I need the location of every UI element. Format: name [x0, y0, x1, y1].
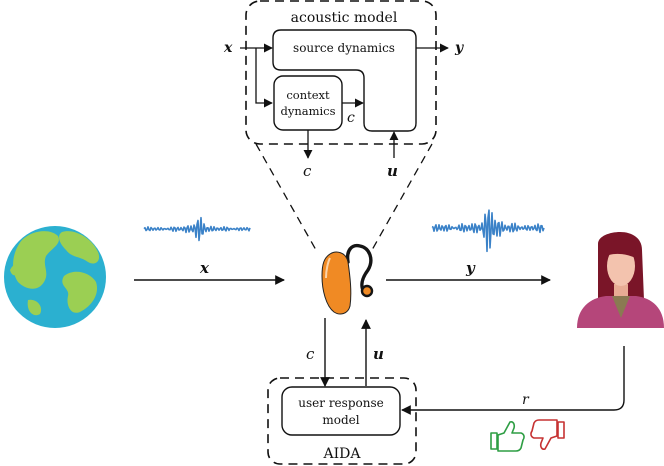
- x-to-context-arrow: [255, 48, 273, 108]
- acoustic-output-c-label: c: [303, 162, 312, 180]
- context-dynamics-label-2: dynamics: [280, 104, 335, 118]
- r-signal-label: r: [522, 392, 530, 408]
- thumbs-down-icon: [530, 419, 565, 450]
- acoustic-input-x-label: x: [223, 40, 233, 56]
- aida-container: [267, 377, 417, 465]
- user-avatar-icon: [577, 232, 664, 328]
- aida-title: AIDA: [323, 446, 362, 462]
- acoustic-output-y-label: y: [454, 40, 464, 56]
- earth-icon: [4, 226, 106, 328]
- sound-wave-icon: [143, 216, 251, 242]
- user-response-label-2: model: [322, 413, 359, 427]
- u-signal-label: u: [373, 345, 384, 363]
- x-signal-label: x: [199, 259, 210, 277]
- user-response-model-box: [281, 386, 401, 436]
- c-signal-label: c: [306, 345, 315, 363]
- y-signal-label: y: [465, 259, 476, 277]
- user-response-label-1: user response: [298, 396, 383, 410]
- thumbs-up-icon: [490, 421, 525, 452]
- sound-wave-icon-output: [431, 209, 545, 253]
- source-dynamics-label: source dynamics: [293, 41, 395, 55]
- hearing-aid-icon: [321, 243, 374, 315]
- context-dynamics-box: [273, 75, 343, 131]
- zoom-line-right: [371, 143, 433, 251]
- zoom-line-left: [255, 143, 317, 251]
- r-feedback-arrow: [401, 346, 625, 415]
- acoustic-inner-c-label: c: [347, 110, 355, 126]
- acoustic-model-title: acoustic model: [291, 10, 398, 26]
- source-dynamics-box: [272, 29, 417, 132]
- context-dynamics-label-1: context: [286, 88, 330, 102]
- acoustic-input-u-label: u: [387, 162, 398, 180]
- acoustic-model-container: [245, 0, 437, 145]
